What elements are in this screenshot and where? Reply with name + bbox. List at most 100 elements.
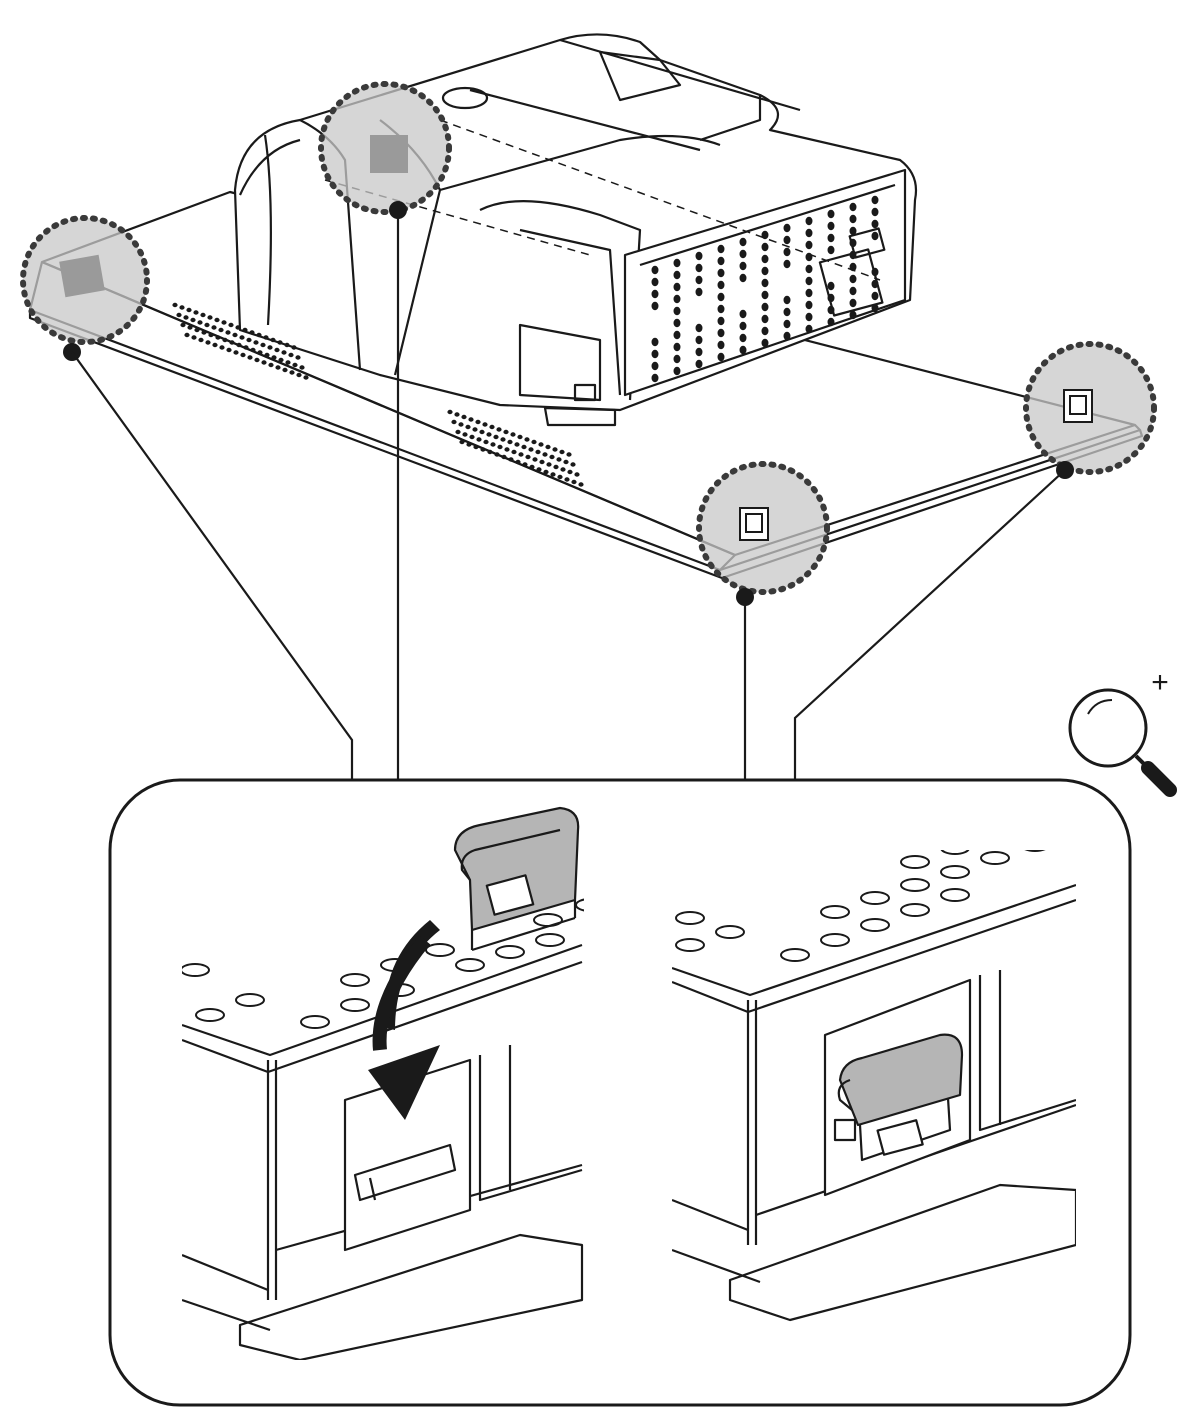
vent-hole: [486, 432, 492, 437]
vent-hole: [849, 202, 857, 212]
vent-hole: [739, 345, 747, 355]
vent-hole: [235, 325, 241, 330]
vent-hole: [675, 911, 705, 925]
vent-hole: [717, 316, 725, 326]
vent-hole: [503, 429, 509, 435]
vent-hole: [543, 469, 549, 475]
vent-hole: [291, 345, 297, 350]
vent-hole: [539, 459, 545, 465]
right-detail-holes: [675, 850, 1046, 962]
vent-hole: [212, 342, 218, 348]
vent-hole: [717, 280, 725, 290]
vent-hole: [296, 372, 302, 378]
vent-hole: [180, 322, 186, 328]
vent-hole: [695, 251, 703, 261]
vent-hole: [783, 295, 791, 305]
vent-hole: [425, 943, 455, 957]
vent-hole: [761, 302, 769, 312]
vent-hole: [535, 449, 541, 455]
vent-hole: [980, 851, 1010, 865]
vent-hole: [462, 432, 468, 437]
vent-hole: [476, 437, 482, 442]
vent-hole: [504, 447, 510, 452]
vent-hole: [805, 240, 813, 250]
vent-hole: [264, 352, 270, 358]
vent-hole: [270, 337, 276, 343]
vent-hole: [550, 472, 556, 477]
vent-hole: [221, 320, 227, 325]
vent-hole: [717, 256, 725, 266]
vent-hole: [715, 925, 745, 939]
vent-hole: [275, 365, 281, 370]
vent-hole: [695, 359, 703, 369]
vent-hole: [496, 427, 502, 432]
vent-hole: [190, 317, 196, 323]
vent-hole: [549, 454, 555, 460]
vent-hole: [805, 252, 813, 262]
vent-hole: [871, 291, 879, 301]
vent-hole: [717, 244, 725, 254]
vent-hole: [172, 302, 178, 308]
vent-hole: [566, 452, 572, 457]
vent-hole: [243, 345, 249, 350]
vent-hole: [739, 237, 747, 247]
vent-hole: [271, 355, 277, 360]
zoom-in-icon[interactable]: +: [1068, 666, 1177, 797]
vent-hole: [466, 442, 472, 447]
vent-hole: [468, 417, 474, 422]
vent-hole: [761, 278, 769, 288]
vent-hole: [900, 878, 930, 892]
vent-hole: [253, 340, 259, 345]
highlight-front-corner: [696, 461, 830, 606]
zoom-plus-symbol: +: [1151, 666, 1169, 699]
vent-hole: [514, 442, 520, 447]
vent-hole: [226, 347, 232, 353]
vent-hole: [849, 226, 857, 236]
vent-hole: [651, 277, 659, 287]
vent-hole: [538, 442, 544, 447]
vent-hole: [739, 261, 747, 271]
vent-hole: [556, 457, 562, 462]
vent-hole: [240, 352, 246, 358]
vent-hole: [215, 335, 221, 340]
vent-hole: [292, 362, 298, 368]
vent-hole: [201, 330, 207, 335]
vent-hole: [455, 429, 461, 435]
vent-hole: [673, 282, 681, 292]
vent-hole: [510, 432, 516, 437]
vent-hole: [717, 328, 725, 338]
vent-hole: [827, 245, 835, 255]
vent-hole: [487, 449, 493, 455]
vent-hole: [250, 347, 256, 353]
vent-hole: [465, 424, 471, 430]
vent-hole: [186, 307, 192, 313]
mounting-clip-loose: [453, 806, 580, 952]
vent-hole: [783, 307, 791, 317]
vent-hole: [651, 361, 659, 371]
vent-hole: [257, 350, 263, 355]
vent-hole: [940, 888, 970, 902]
vent-hole: [695, 263, 703, 273]
vent-hole: [849, 238, 857, 248]
vent-hole: [805, 288, 813, 298]
vent-hole: [204, 322, 210, 328]
vent-hole: [871, 195, 879, 205]
vent-hole: [263, 335, 269, 340]
vent-hole: [242, 327, 248, 333]
vent-hole: [849, 214, 857, 224]
vent-hole: [783, 247, 791, 257]
vent-hole: [560, 467, 566, 472]
detail-panel: [108, 778, 1132, 1407]
vent-hole: [820, 933, 850, 947]
vent-hole: [300, 1015, 330, 1029]
vent-hole: [695, 287, 703, 297]
vent-hole: [254, 357, 260, 363]
vent-hole: [239, 335, 245, 340]
vent-hole: [198, 337, 204, 343]
vent-hole: [535, 933, 565, 947]
vent-hole: [571, 479, 577, 485]
vent-hole: [542, 452, 548, 457]
curved-arrow-down-icon: [368, 920, 440, 1120]
vent-hole: [182, 963, 210, 977]
vent-hole: [651, 265, 659, 275]
